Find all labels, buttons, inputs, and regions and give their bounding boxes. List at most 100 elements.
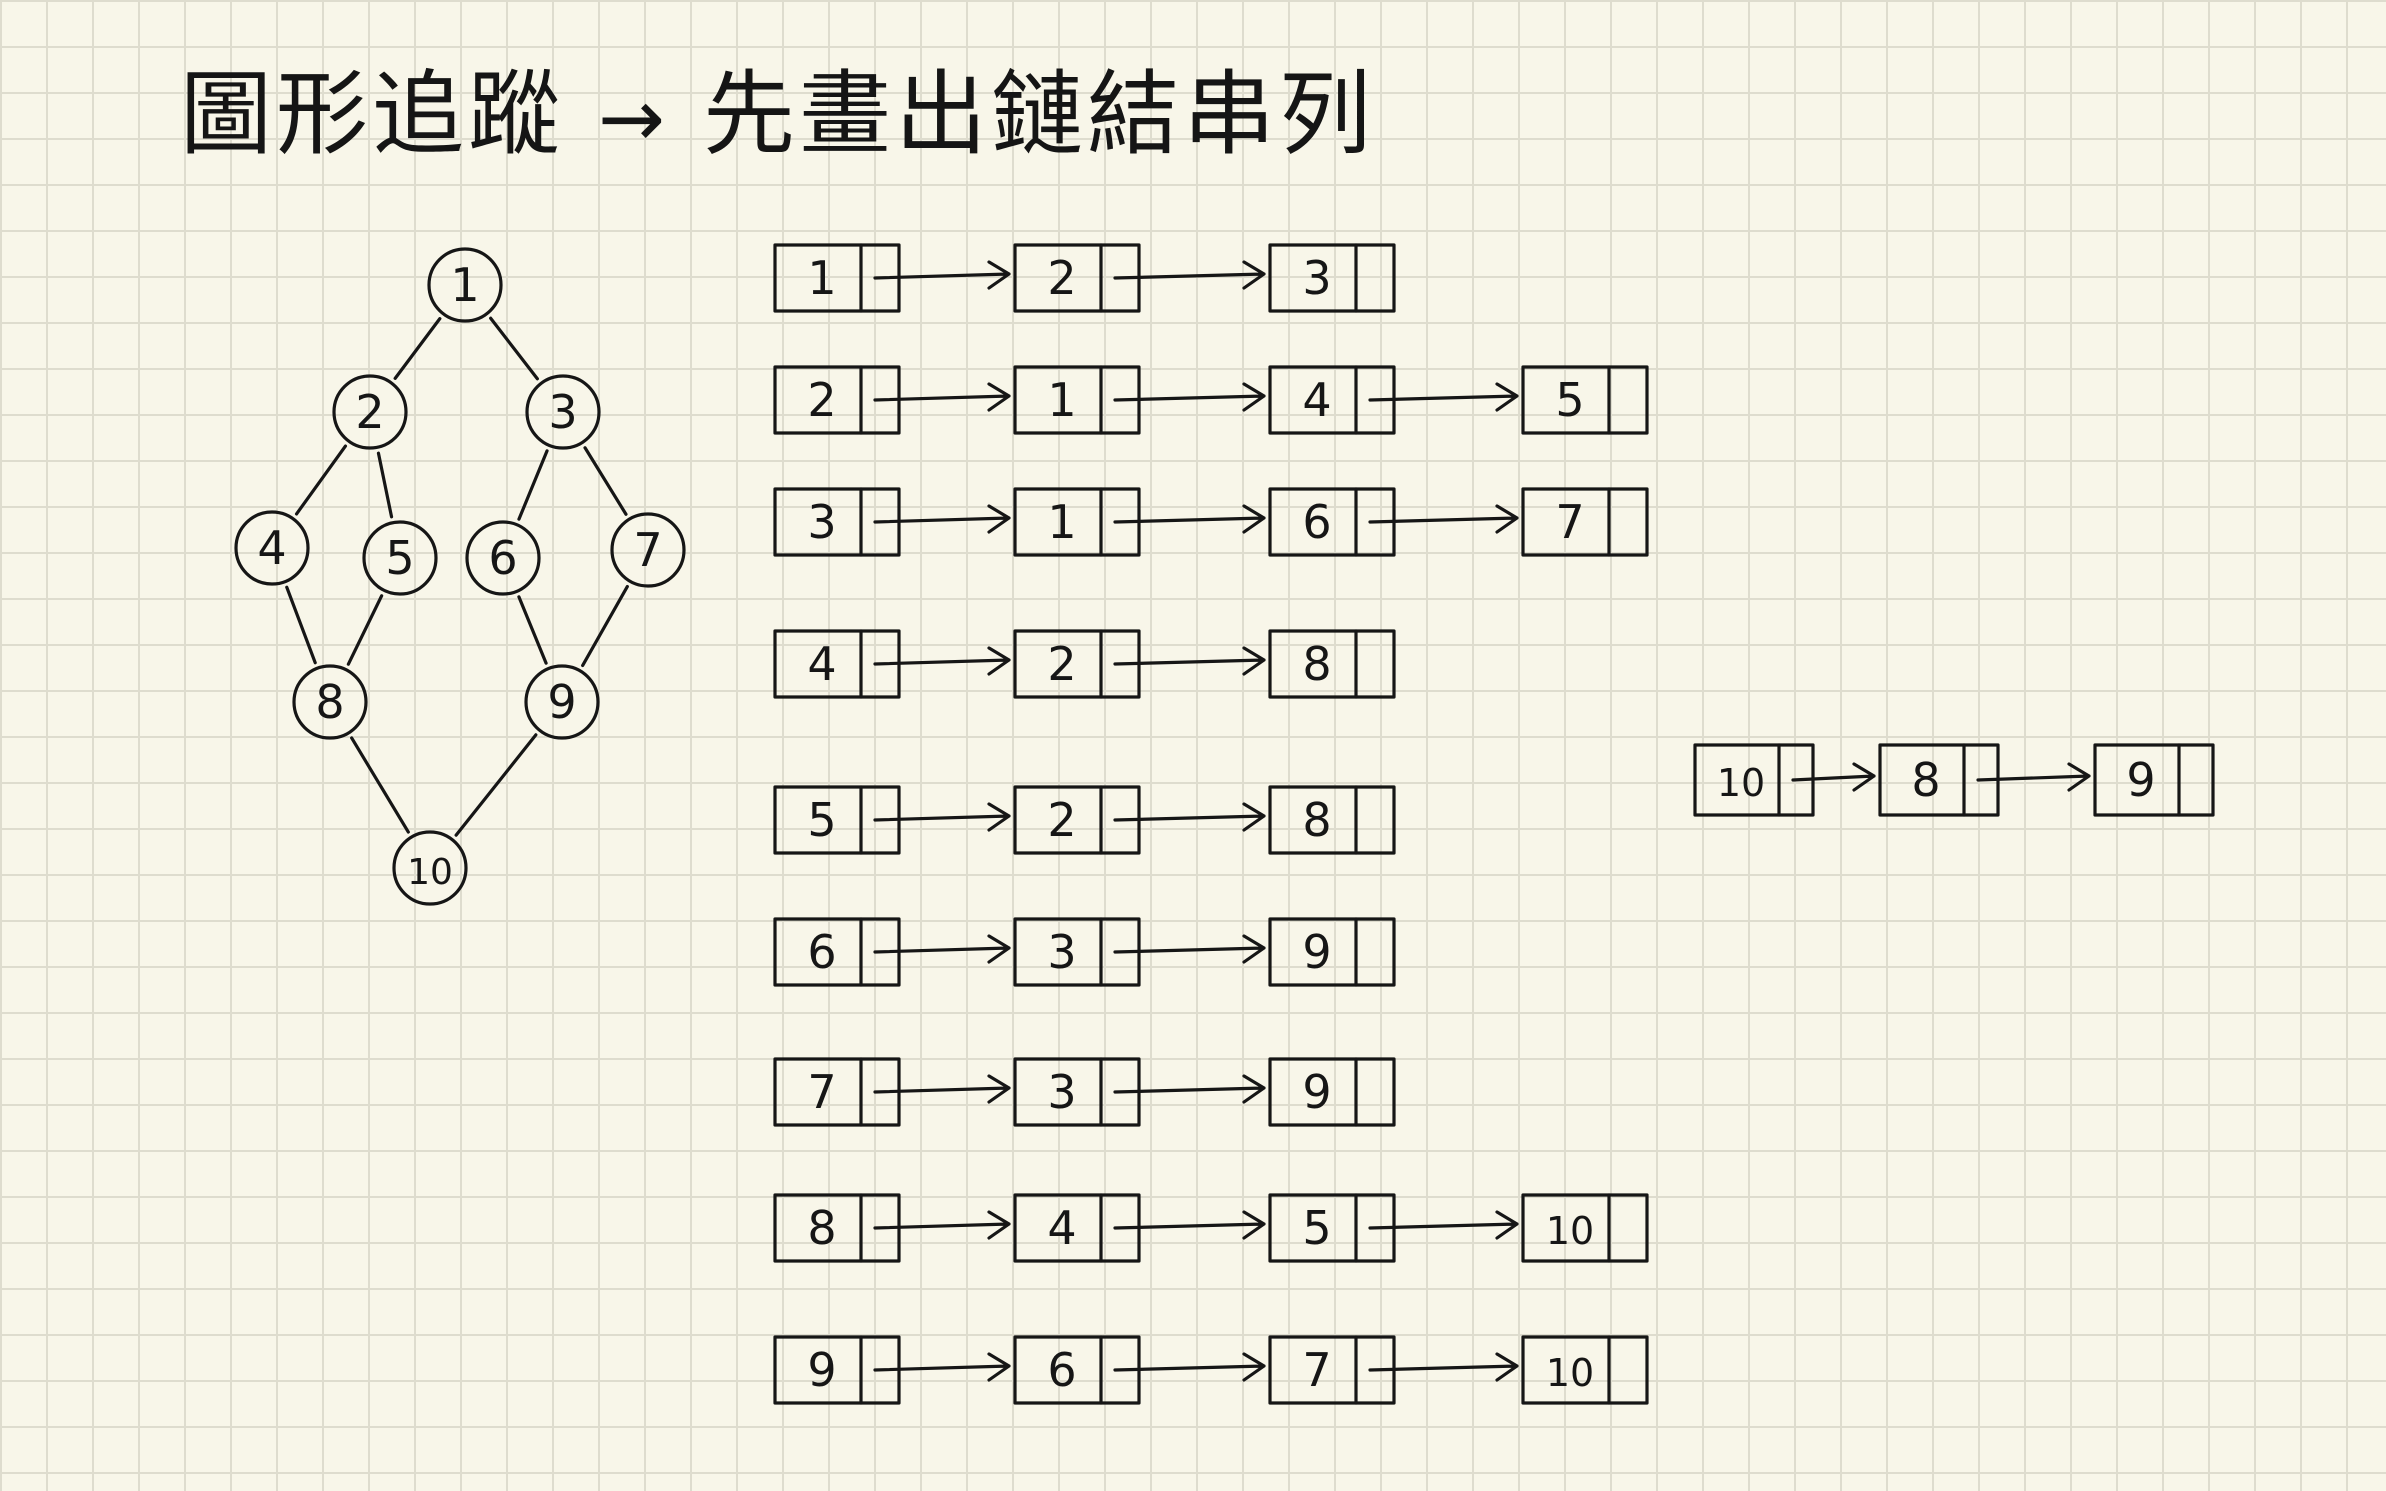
list-node-value: 1: [1047, 495, 1076, 549]
list-node-value: 7: [1302, 1343, 1331, 1397]
list-node: 10: [1521, 1193, 1649, 1263]
list-node: 1: [1013, 365, 1141, 435]
list-node-value: 3: [1047, 925, 1076, 979]
graph-node-10: 10: [392, 830, 468, 906]
graph-node-circle: [525, 374, 601, 450]
list-node: 8: [1268, 785, 1396, 855]
list-node-box: [1521, 365, 1649, 435]
list-node-box: [1268, 785, 1396, 855]
list-pointer-arrow: [873, 260, 1011, 290]
graph-edge-8-10: [350, 736, 410, 834]
adjacency-list-row-2: 2 1 4 5: [773, 365, 1649, 435]
list-node-value: 9: [1302, 925, 1331, 979]
list-node-value: 3: [807, 495, 836, 549]
list-pointer-arrow: [873, 1210, 1011, 1240]
graph-edge-2-4: [294, 444, 348, 516]
list-pointer-arrow: [1113, 382, 1266, 412]
list-pointer-arrow: [1113, 802, 1266, 832]
graph-edge-6-9: [517, 595, 548, 665]
adjacency-list-row-3: 3 1 6 7: [773, 487, 1649, 557]
graph-node-1: 1: [427, 247, 503, 323]
adjacency-list-row-6: 6 3 9: [773, 917, 1396, 987]
list-pointer-arrow: [1368, 1352, 1519, 1382]
list-node: 2: [773, 365, 901, 435]
list-node: 9: [1268, 1057, 1396, 1127]
graph-node-label: 3: [548, 385, 577, 439]
list-pointer-arrow: [873, 504, 1011, 534]
page-title: 圖形追蹤 → 先畫出鏈結串列: [180, 40, 1375, 173]
list-node-value: 6: [1302, 495, 1331, 549]
graph-edge-3-7: [583, 446, 628, 516]
list-pointer-arrow: [1791, 762, 1876, 792]
list-node: 8: [1878, 743, 2000, 817]
list-node-box: [2093, 743, 2215, 817]
list-pointer-arrow: [1113, 504, 1266, 534]
title-left: 圖形追蹤: [180, 61, 565, 168]
list-node: 3: [773, 487, 901, 557]
list-node-value: 4: [1302, 373, 1331, 427]
list-node-box: [1268, 629, 1396, 699]
list-node-value: 10: [1717, 761, 1765, 805]
list-node-value: 1: [1047, 373, 1076, 427]
graph-node-label: 6: [488, 531, 517, 585]
list-node: 6: [1013, 1335, 1141, 1405]
list-node: 3: [1013, 917, 1141, 987]
graph-edge-2-5: [376, 451, 394, 519]
graph-node-circle: [234, 510, 310, 586]
graph-node-5: 5: [362, 520, 438, 596]
list-node-value: 3: [1047, 1065, 1076, 1119]
graph-node-label: 9: [547, 675, 576, 729]
graph-node-circle: [524, 664, 600, 740]
list-pointer-arrow: [1113, 1074, 1266, 1104]
adjacency-list-row-4: 4 2 8: [773, 629, 1396, 699]
list-node-value: 6: [1047, 1343, 1076, 1397]
list-pointer-arrow: [1113, 934, 1266, 964]
list-node-value: 6: [807, 925, 836, 979]
list-node: 5: [773, 785, 901, 855]
list-node: 7: [1268, 1335, 1396, 1405]
list-pointer-arrow: [1368, 382, 1519, 412]
graph-node-circle: [427, 247, 503, 323]
list-node-box: [1521, 1193, 1649, 1263]
list-node-value: 8: [1302, 637, 1331, 691]
graph-node-circle: [332, 374, 408, 450]
graph-node-circle: [465, 520, 541, 596]
title-right: 先畫出鏈結串列: [703, 61, 1376, 168]
list-pointer-arrow: [1113, 1352, 1266, 1382]
list-node: 7: [1521, 487, 1649, 557]
list-node-value: 4: [1047, 1201, 1076, 1255]
list-node: 9: [773, 1335, 901, 1405]
list-node: 10: [1693, 743, 1815, 817]
graph-node-label: 2: [355, 385, 384, 439]
list-node-value: 2: [807, 373, 836, 427]
list-node-value: 8: [807, 1201, 836, 1255]
list-pointer-arrow: [1368, 1210, 1519, 1240]
list-node: 2: [1013, 785, 1141, 855]
list-pointer-arrow: [873, 646, 1011, 676]
title-arrow: →: [598, 72, 670, 165]
graph-edge-9-10: [454, 733, 538, 837]
graph-edge-4-8: [285, 585, 317, 665]
graph-node-circle: [362, 520, 438, 596]
list-pointer-arrow: [873, 934, 1011, 964]
list-node-value: 2: [1047, 637, 1076, 691]
graph-node-circle: [392, 830, 468, 906]
list-pointer-arrow: [873, 1352, 1011, 1382]
graph-node-4: 4: [234, 510, 310, 586]
graph-node-7: 7: [610, 512, 686, 588]
graph-node-2: 2: [332, 374, 408, 450]
list-node-value: 4: [807, 637, 836, 691]
list-pointer-arrow: [1113, 646, 1266, 676]
adjacency-list-row-5: 5 2 8: [773, 785, 1396, 855]
list-node-value: 5: [1555, 373, 1584, 427]
list-node-value: 5: [1302, 1201, 1331, 1255]
list-node: 9: [1268, 917, 1396, 987]
list-node-value: 1: [807, 251, 836, 305]
list-node-value: 7: [1555, 495, 1584, 549]
list-node: 4: [773, 629, 901, 699]
